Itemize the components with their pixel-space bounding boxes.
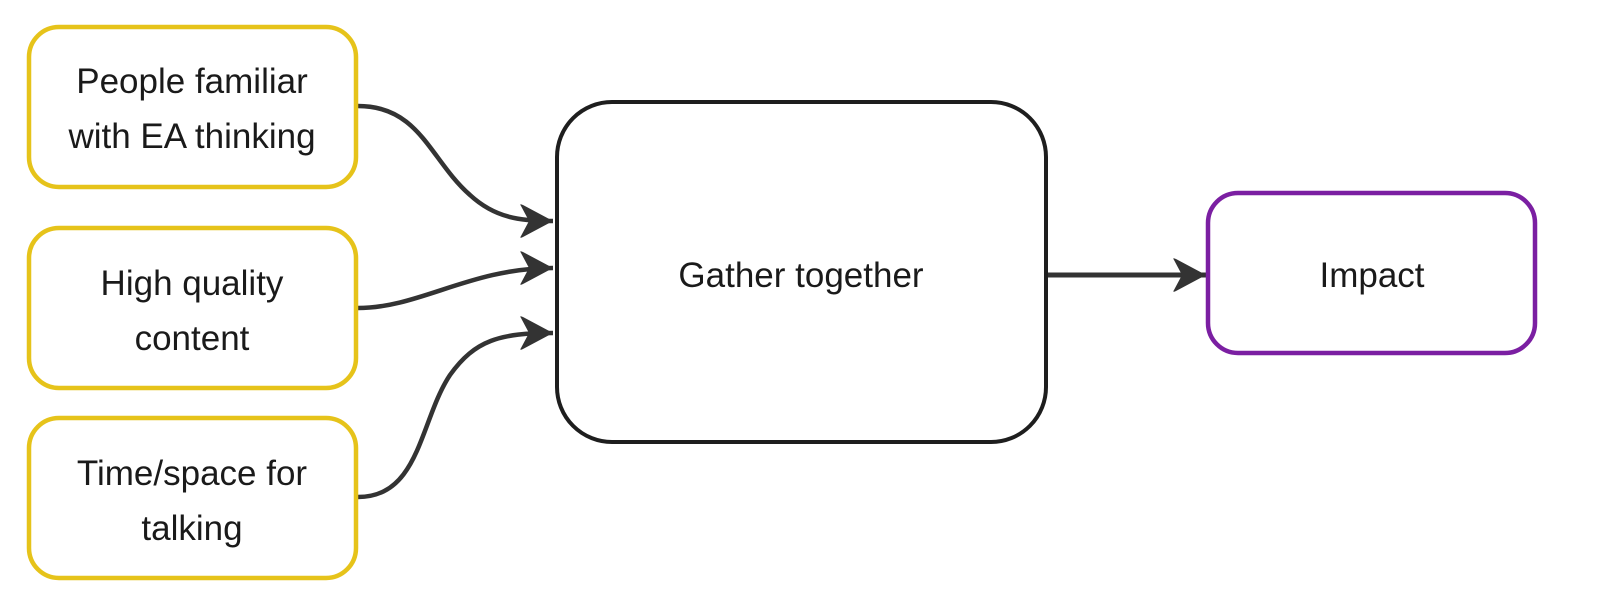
node-impact[interactable]: Impact <box>1205 190 1538 356</box>
node-high-quality-content[interactable]: High quality content <box>26 225 359 391</box>
node-label-line: High quality <box>101 264 284 303</box>
node-label-line: People familiar <box>76 62 308 101</box>
edge-content-to-gather <box>357 251 554 311</box>
node-gather-together[interactable]: Gather together <box>555 100 1048 444</box>
node-label: Gather together <box>678 256 923 295</box>
edge-people-to-gather <box>357 103 554 238</box>
node-label-line: Time/space for <box>77 454 308 493</box>
node-time-space[interactable]: Time/space for talking <box>26 415 359 581</box>
node-label-line: talking <box>141 509 242 548</box>
node-label: Impact <box>1319 256 1424 295</box>
node-people-familiar[interactable]: People familiar with EA thinking <box>26 24 359 190</box>
node-label-line: content <box>135 319 250 358</box>
node-label-line: with EA thinking <box>67 117 315 156</box>
edge-time-to-gather <box>357 316 554 500</box>
